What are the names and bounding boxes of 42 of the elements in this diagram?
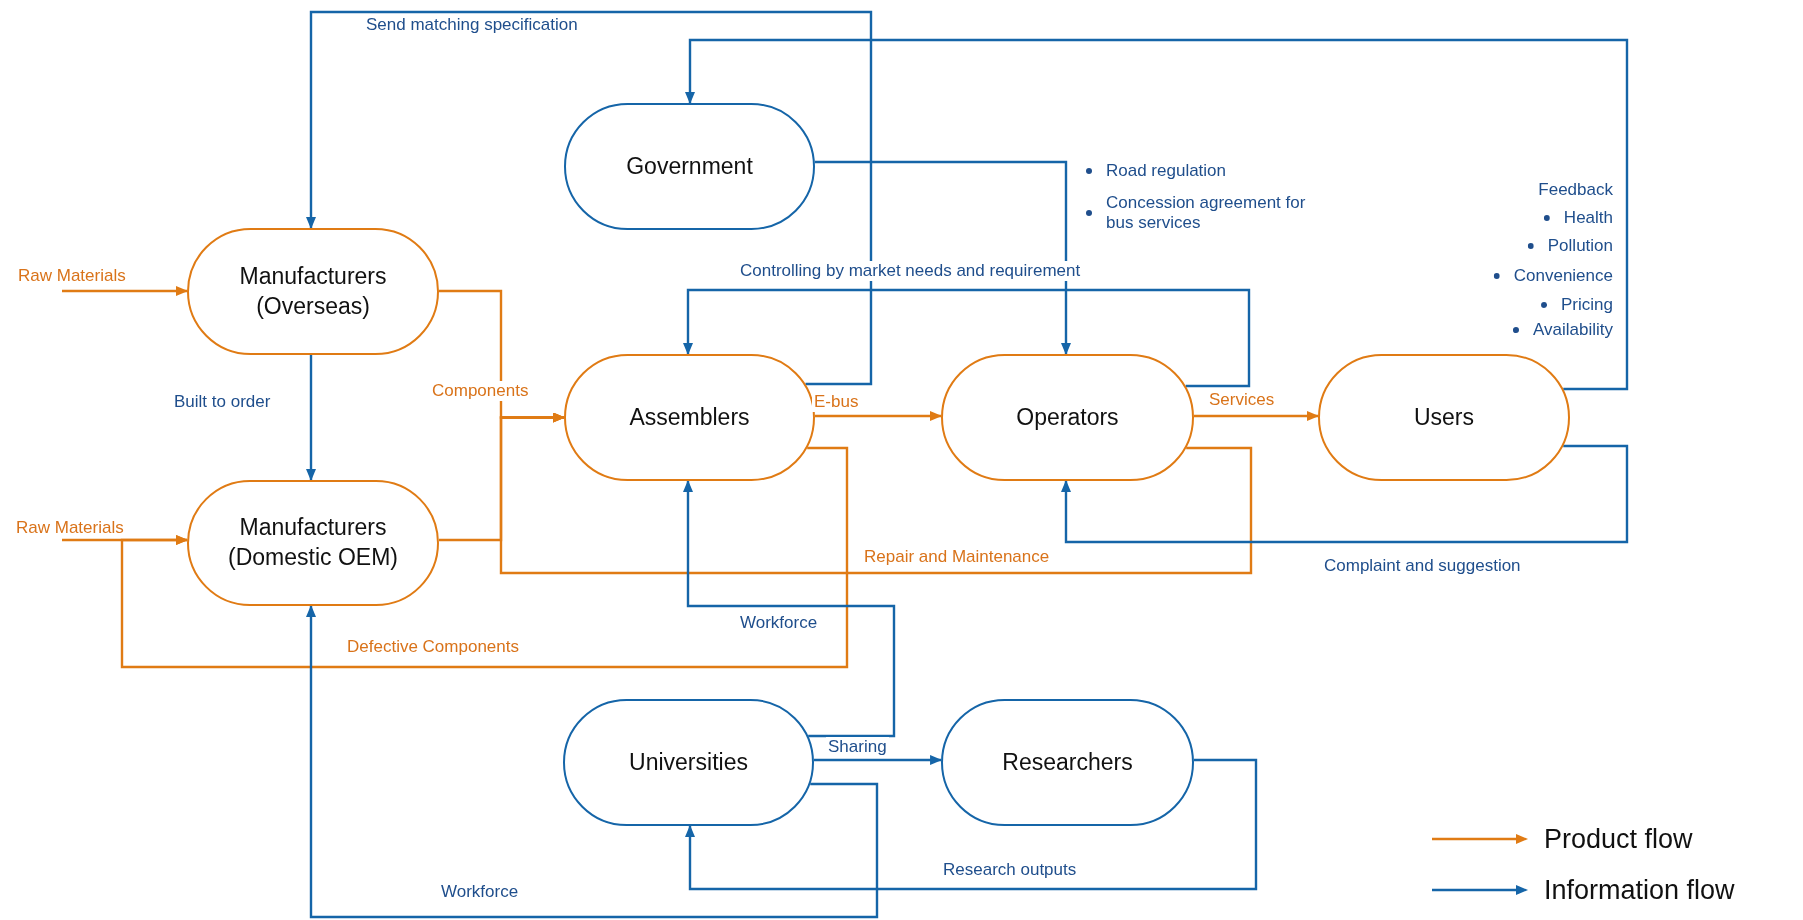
edge-label: Sharing — [826, 737, 889, 757]
node-label: Researchers — [1002, 747, 1133, 777]
connector-arrow — [62, 286, 188, 296]
connector-arrow — [683, 480, 896, 738]
node-label: Manufacturers (Overseas) — [238, 261, 388, 321]
node-label: Universities — [629, 747, 748, 777]
connector-arrow — [815, 411, 942, 421]
node-label: Assemblers — [629, 402, 750, 432]
node-label: Operators — [1016, 402, 1119, 432]
connector-arrow — [1061, 444, 1629, 544]
connector-arrow — [499, 412, 1253, 575]
connector-arrow — [120, 446, 849, 669]
note-text: Pollution — [1547, 236, 1613, 256]
node-label: Users — [1413, 402, 1475, 432]
edge-label: Research outputs — [941, 860, 1079, 880]
connector-arrow — [683, 288, 1251, 388]
edge-label: Controlling by market needs and requirement — [738, 261, 1083, 281]
node-label: Government — [626, 151, 753, 181]
note-text: Feedback — [1538, 180, 1613, 200]
legend-label: Product flow — [1544, 823, 1693, 856]
connector-arrow — [685, 38, 1629, 391]
connector-arrow — [814, 160, 1071, 355]
edge-label: Components — [430, 381, 531, 401]
edge-label: Send matching specification — [364, 15, 580, 35]
legend-label: Information flow — [1544, 874, 1735, 907]
connector-arrow — [685, 758, 1258, 891]
connector-arrow — [306, 605, 879, 919]
connector-arrow — [1194, 411, 1319, 421]
node-label: Manufacturers (Domestic OEM) — [227, 513, 399, 572]
edge-label: Defective Components — [345, 637, 521, 657]
note-text: Concession agreement for bus services — [1106, 193, 1307, 233]
edge-label: Repair and Maintenance — [862, 547, 1052, 567]
edge-label: E-bus — [812, 392, 861, 412]
note-text: Availability — [1533, 320, 1613, 340]
note-text: Health — [1563, 208, 1613, 228]
connector-arrow — [306, 10, 873, 386]
note-text: Road regulation — [1106, 161, 1228, 181]
note-text: Pricing — [1561, 295, 1613, 315]
connector-arrow — [813, 755, 943, 765]
edge-label: Complaint and suggestion — [1322, 556, 1523, 576]
note-text: Convenience — [1513, 266, 1613, 286]
connector-arrow — [306, 355, 316, 481]
